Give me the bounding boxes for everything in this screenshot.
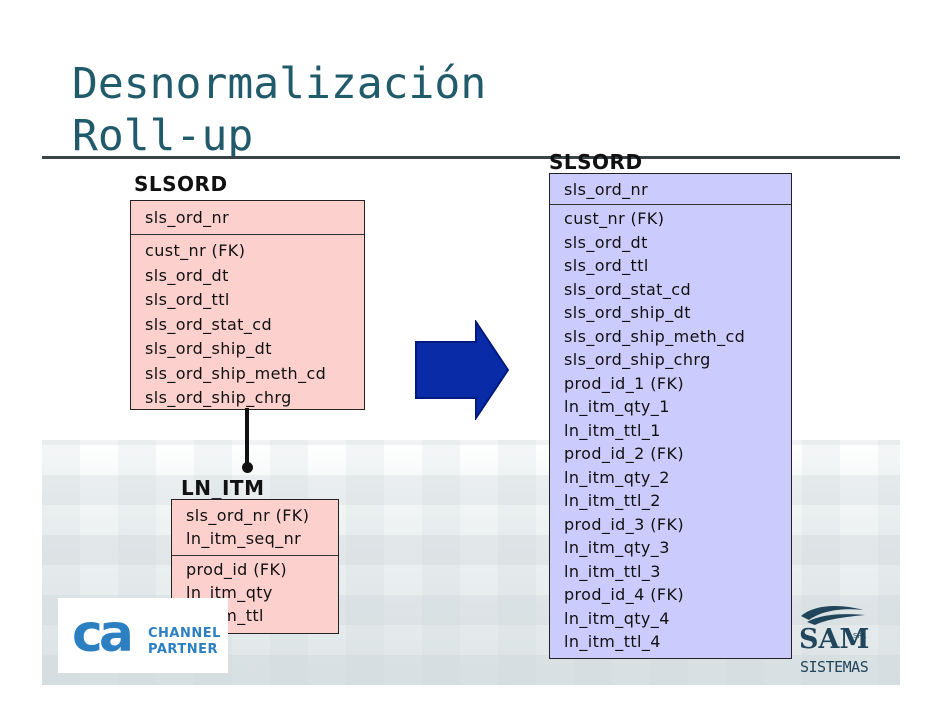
entity-key-section: sls_ord_nr [550,174,791,204]
ca-logo-letters: ca [72,604,134,664]
entity-attribute: sls_ord_nr (FK) [186,506,310,525]
entity-title-ln-itm: LN_ITM [181,476,265,500]
sam-sistemas-logo: SAM SRL SISTEMAS [795,602,875,677]
entity-attribute: sls_ord_stat_cd [564,279,691,299]
entity-attribute: ln_itm_qty [186,583,273,602]
entity-attribute: sls_ord_nr [145,208,230,227]
entity-box-ln-itm: sls_ord_nr (FK) ln_itm_seq_nr prod_id (FK… [171,499,339,634]
relationship-many-dot [241,462,253,473]
title-line-2: Roll-up [72,111,254,161]
ca-logo-partner: PARTNER [148,642,218,657]
entity-divider [172,555,338,556]
entity-attribute: sls_ord_dt [564,232,648,252]
sam-logo-srl: SRL [853,632,867,640]
entity-box-slsord-left: sls_ord_nr cust_nr (FK) sls_ord_dt sls_ord… [130,200,365,410]
entity-title-slsord-left: SLSORD [134,172,228,196]
entity-divider [550,204,791,205]
entity-key-section: sls_ord_nr (FK) ln_itm_seq_nr [172,500,338,555]
title-underline [42,156,900,159]
entity-attribute: ln_itm_ttl_4 [564,632,661,651]
entity-attribute: sls_ord_ship_chrg [564,350,711,369]
ca-channel-partner-logo: ca CHANNEL PARTNER [58,598,228,673]
entity-attribute: sls_ord_dt [145,265,229,285]
entity-attribute: prod_id_1 (FK) [564,373,684,393]
title-line-1: Desnormalización [72,59,487,109]
entity-attribute: ln_itm_ttl_2 [564,491,661,510]
entity-attr-section: cust_nr (FK) sls_ord_dt sls_ord_ttl sls_ord… [550,205,791,658]
right-arrow-icon [415,320,510,420]
entity-attribute: sls_ord_ship_dt [564,303,691,322]
entity-attribute: sls_ord_stat_cd [145,314,272,334]
slide-title: Desnormalización Roll-up [72,58,486,162]
entity-attribute: ln_itm_qty_3 [564,538,670,557]
entity-attribute: ln_itm_ttl_1 [564,420,661,440]
entity-attribute: ln_itm_qty_2 [564,467,670,487]
entity-attribute: prod_id_2 (FK) [564,444,684,463]
entity-attribute: sls_ord_ship_meth_cd [145,363,327,383]
entity-attribute: prod_id_4 (FK) [564,585,684,604]
sam-logo-text: SAM [799,624,870,655]
sam-logo-sistemas: SISTEMAS [800,658,869,676]
entity-attribute: cust_nr (FK) [564,209,665,228]
sam-swoosh-icon [801,606,865,625]
entity-attribute: prod_id_3 (FK) [564,514,684,534]
entity-attribute: ln_itm_ttl_3 [564,561,661,581]
entity-divider [131,234,364,235]
ca-logo-channel: CHANNEL [148,626,221,641]
entity-attribute: ln_itm_qty_4 [564,608,670,628]
entity-attribute: sls_ord_ship_chrg [145,388,292,407]
entity-title-slsord-right: SLSORD [549,150,643,174]
entity-attribute: sls_ord_ttl [145,290,230,309]
entity-attribute: ln_itm_qty_1 [564,397,670,416]
entity-attribute: prod_id (FK) [186,560,287,579]
entity-attribute: cust_nr (FK) [145,241,246,260]
entity-attr-section: cust_nr (FK) sls_ord_dt sls_ord_ttl sls_ord… [131,235,364,409]
entity-attribute: sls_ord_ttl [564,256,649,275]
entity-attribute: sls_ord_ship_dt [145,339,272,358]
relationship-line [245,408,249,466]
entity-key-section: sls_ord_nr [131,201,364,234]
entity-attribute: sls_ord_nr [564,180,649,199]
entity-box-slsord-right: sls_ord_nr cust_nr (FK) sls_ord_dt sls_ord… [549,173,792,659]
entity-attribute: sls_ord_ship_meth_cd [564,326,746,346]
entity-attribute: ln_itm_seq_nr [186,529,302,548]
